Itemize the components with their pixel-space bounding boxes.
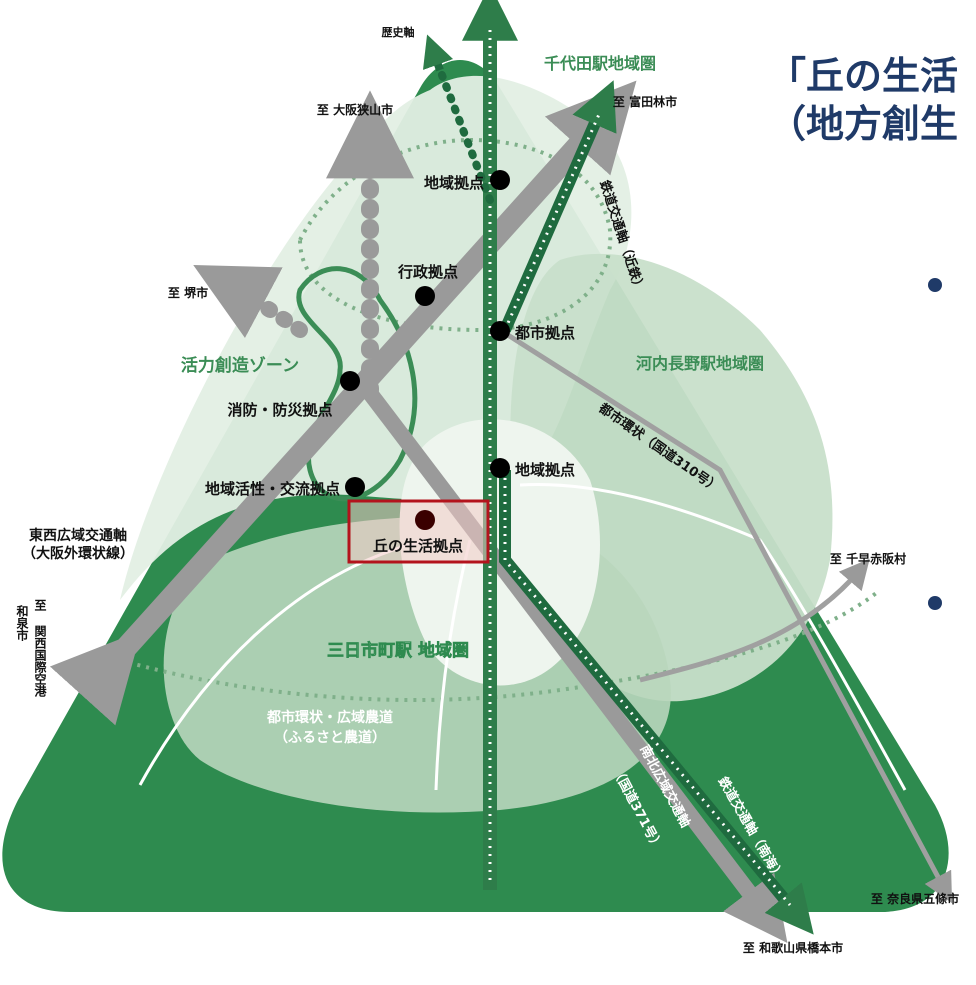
sakai-arrow — [193, 265, 283, 339]
hub-label-administrative: 行政拠点 — [397, 263, 458, 281]
hub-label-urban: 都市拠点 — [514, 324, 575, 342]
secondary-road — [758, 539, 907, 791]
history-axis-arrow — [422, 34, 454, 72]
hub-dot-regional-east — [490, 458, 510, 478]
label-osaka-sayama: 至 大阪狭山市 — [317, 102, 393, 117]
hub-label-regional-east: 地域拠点 — [515, 461, 575, 479]
history-axis — [436, 66, 494, 204]
label-history-axis: 歴史軸 — [382, 25, 415, 39]
heading-line-1: 「丘の生活 — [768, 53, 959, 98]
label-tondabayashi: 至 富田林市 — [613, 94, 677, 109]
hub-label-regional-top: 地域拠点 — [424, 174, 484, 192]
area-label-kawachinagano: 河内長野駅地域圏 — [636, 354, 764, 373]
heading-line-2: （地方創生 — [768, 101, 959, 146]
label-gojo: 至 奈良県五條市 — [871, 891, 959, 906]
hill-life-highlight-box — [347, 499, 490, 564]
hub-label-hill-life: 丘の生活拠点 — [373, 537, 463, 555]
hub-dot-administrative — [415, 286, 435, 306]
north-south-axis — [353, 375, 788, 943]
label-sakai: 至 堺市 — [168, 285, 208, 300]
label-farm-road-1: 都市環状・広域農道 — [266, 709, 393, 726]
label-chihaya-akasaka: 至 千早赤阪村 — [830, 551, 906, 566]
chihaya-road — [639, 558, 870, 683]
bullet-marker-1 — [928, 278, 942, 292]
area-label-chiyoda: 千代田駅地域圏 — [544, 54, 656, 73]
area-label-activity-zone: 活力創造ゾーン — [181, 355, 299, 376]
page-heading: 「丘の生活 （地方創生 — [768, 52, 958, 148]
label-izumi-kix-2: 関西国際空港 — [33, 625, 47, 698]
label-farm-road-2: （ふるさと農道） — [274, 729, 386, 746]
hub-dot-fire-disaster — [340, 371, 360, 391]
hub-dot-activity-exchange — [345, 477, 365, 497]
rail-axis-nankai-dots — [503, 470, 792, 906]
label-east-west-2: （大阪外環状線） — [22, 545, 134, 562]
bullet-marker-2 — [928, 596, 942, 610]
hub-label-fire-disaster: 消防・防災拠点 — [227, 401, 332, 419]
hub-dot-regional-top — [490, 170, 510, 190]
label-izumi-kix-3: 和泉市 — [15, 604, 29, 642]
hub-label-activity-exchange: 地域活性・交流拠点 — [205, 480, 340, 498]
label-east-west-1: 東西広域交通軸 — [29, 527, 127, 544]
label-hashimoto: 至 和歌山県橋本市 — [743, 940, 843, 955]
label-izumi-kix-1: 至 — [33, 599, 47, 612]
hub-dot-hill-life — [415, 510, 435, 530]
hub-dot-urban — [490, 321, 510, 341]
area-label-mikkaichicho: 三日市町駅 地域圏 — [327, 640, 469, 661]
